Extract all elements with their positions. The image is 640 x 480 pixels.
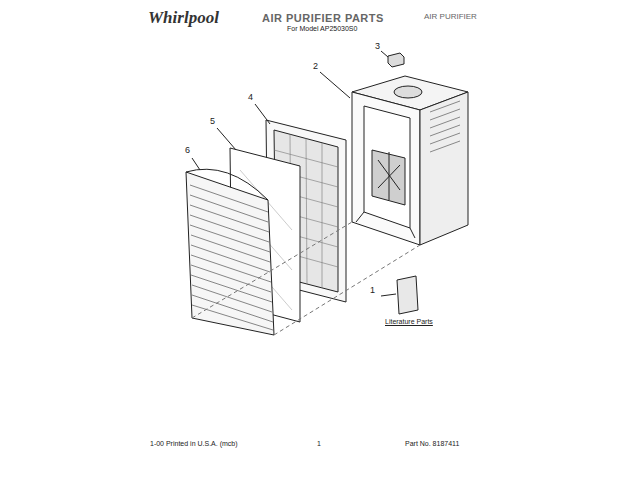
front-grille xyxy=(186,172,274,335)
sheet-title: AIR PURIFIER PARTS xyxy=(262,12,384,24)
housing-foot xyxy=(356,212,415,238)
housing-opening xyxy=(364,106,410,228)
callout-number: 2 xyxy=(313,62,318,72)
section-name: AIR PURIFIER xyxy=(424,13,477,22)
side-vents xyxy=(430,101,460,152)
control-dial xyxy=(394,86,422,98)
callout-number: 4 xyxy=(248,93,253,103)
grille-slats xyxy=(190,185,273,330)
housing-front xyxy=(352,92,420,245)
fan-blades xyxy=(378,152,400,200)
callout-number: 5 xyxy=(210,117,215,127)
knob xyxy=(388,53,404,67)
literature-label: Literature Parts xyxy=(385,318,433,326)
print-note: 1-00 Printed in U.S.A. (mcb) xyxy=(150,440,238,448)
literature-sheet xyxy=(397,276,418,314)
leader-lines xyxy=(192,51,396,296)
brand-logo: Whirlpool xyxy=(148,9,219,28)
housing-side xyxy=(420,92,468,245)
callout-number: 6 xyxy=(185,146,190,156)
model-number: For Model AP25030S0 xyxy=(287,25,357,33)
callout-number: 1 xyxy=(370,286,375,296)
callout-number: 3 xyxy=(375,42,380,52)
page-number: 1 xyxy=(317,440,321,448)
part-number: Part No. 8187411 xyxy=(405,440,459,448)
grille-top-curve xyxy=(186,169,268,200)
fan-motor xyxy=(372,150,405,205)
